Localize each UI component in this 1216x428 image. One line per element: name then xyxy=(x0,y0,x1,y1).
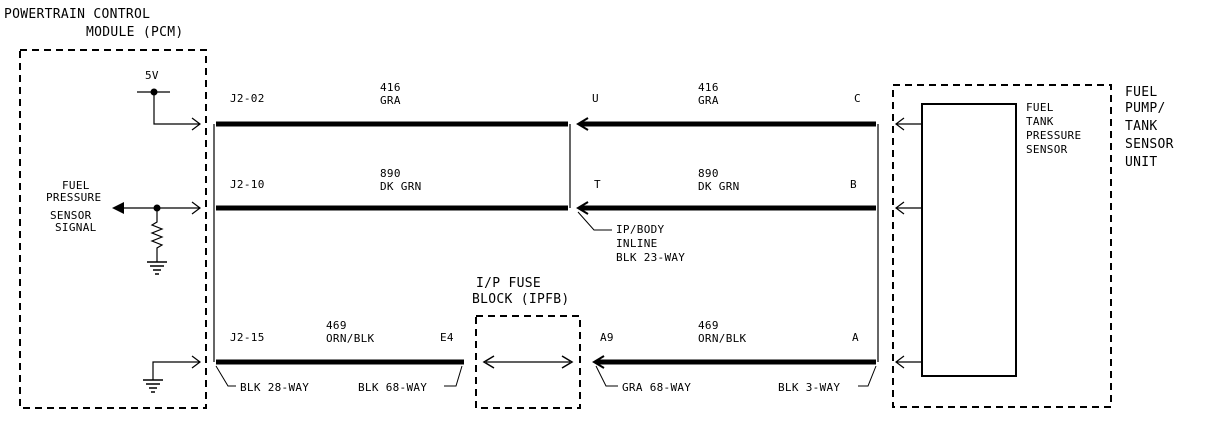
sensor-connector-label: BLK 3-WAY xyxy=(778,381,841,394)
5v-lead xyxy=(153,92,200,125)
inline-connector-leader xyxy=(577,211,612,231)
wire-416-inline-arrow-icon xyxy=(576,117,589,131)
sensor-wire-469-circuit: 469 xyxy=(698,319,719,332)
ipfb-in-connector-label: BLK 68-WAY xyxy=(358,381,428,394)
sensor-wire-890-color: DK GRN xyxy=(698,180,740,193)
sensor-pin-c: C xyxy=(854,92,861,105)
signal-output-arrow-icon xyxy=(112,202,124,214)
pcm-connector-leader xyxy=(215,365,236,387)
sensor-inner-line4: SENSOR xyxy=(1026,143,1068,156)
ipfb-in-pin-e4: E4 xyxy=(440,331,454,344)
ipfb-out-connector-leader xyxy=(595,365,618,387)
wire-469-circuit: 469 xyxy=(326,319,347,332)
sensor-unit-line4: SENSOR xyxy=(1125,137,1174,152)
wire-469-out-arrow-icon xyxy=(592,355,605,369)
signal-label-line3: SENSOR xyxy=(50,209,92,222)
inline-connector-line1: IP/BODY xyxy=(616,223,665,236)
sensor-unit-line1: FUEL xyxy=(1125,85,1158,100)
sensor-connector-leader xyxy=(858,365,877,387)
5v-arrow-icon xyxy=(191,117,201,131)
5v-label: 5V xyxy=(145,69,159,82)
wire-890-circuit: 890 xyxy=(380,167,401,180)
inline-connector-line2: INLINE xyxy=(616,237,658,250)
pcm-ground-icon xyxy=(143,379,163,393)
ipfb-out-pin-a9: A9 xyxy=(600,331,614,344)
ipfb-title-line1: I/P FUSE xyxy=(476,276,542,291)
ipfb-in-connector-leader xyxy=(444,365,463,387)
sensor-pin-b: B xyxy=(850,178,857,191)
fuel-tank-pressure-sensor-box xyxy=(921,103,1017,377)
sensor-inner-line3: PRESSURE xyxy=(1026,129,1082,142)
signal-ground-icon xyxy=(147,261,167,275)
ground-arrow-icon xyxy=(191,355,201,369)
pcm-pin-j2-15: J2-15 xyxy=(230,331,265,344)
signal-label-line1: FUEL xyxy=(62,179,90,192)
signal-label-line4: SIGNAL xyxy=(55,221,97,234)
wire-469-ipfb-out-arrow-icon xyxy=(561,355,574,369)
sensor-wire-416-color: GRA xyxy=(698,94,719,107)
ipfb-title-line2: BLOCK (IPFB) xyxy=(472,292,570,307)
sensor-wire-416-circuit: 416 xyxy=(698,81,719,94)
wire-416-color: GRA xyxy=(380,94,401,107)
sensor-pin-a: A xyxy=(852,331,859,344)
ipfb-out-connector-label: GRA 68-WAY xyxy=(622,381,692,394)
signal-label-line2: PRESSURE xyxy=(46,191,102,204)
wire-890-inline-arrow-icon xyxy=(576,201,589,215)
sensor-inner-line2: TANK xyxy=(1026,115,1054,128)
sensor-inner-line1: FUEL xyxy=(1026,101,1054,114)
wire-890-color: DK GRN xyxy=(380,180,422,193)
sensor-unit-line2: PUMP/ xyxy=(1125,101,1166,116)
pcm-title-line1: POWERTRAIN CONTROL xyxy=(4,7,151,22)
wire-416-circuit: 416 xyxy=(380,81,401,94)
inline-pin-u: U xyxy=(592,92,599,105)
sensor-b-arrow-icon xyxy=(895,201,905,215)
pcm-connector-label: BLK 28-WAY xyxy=(240,381,310,394)
sensor-wire-469-color: ORN/BLK xyxy=(698,332,747,345)
sensor-unit-line3: TANK xyxy=(1125,119,1158,134)
pull-down-resistor-icon xyxy=(150,208,164,262)
inline-connector-line3: BLK 23-WAY xyxy=(616,251,686,264)
sensor-unit-box xyxy=(892,84,1112,408)
wire-469-color: ORN/BLK xyxy=(326,332,375,345)
pcm-box xyxy=(19,49,207,409)
sensor-unit-line5: UNIT xyxy=(1125,155,1158,170)
ground-lead xyxy=(152,361,200,380)
wire-469-ipfb-in-arrow-icon xyxy=(482,355,495,369)
pcm-pin-j2-02: J2-02 xyxy=(230,92,265,105)
ipfb-box xyxy=(475,315,581,409)
signal-input-arrow-icon xyxy=(191,201,201,215)
pcm-title-line2: MODULE (PCM) xyxy=(86,25,184,40)
pcm-pin-j2-10: J2-10 xyxy=(230,178,265,191)
sensor-c-arrow-icon xyxy=(895,117,905,131)
sensor-a-arrow-icon xyxy=(895,355,905,369)
inline-pin-t: T xyxy=(594,178,601,191)
sensor-wire-890-circuit: 890 xyxy=(698,167,719,180)
